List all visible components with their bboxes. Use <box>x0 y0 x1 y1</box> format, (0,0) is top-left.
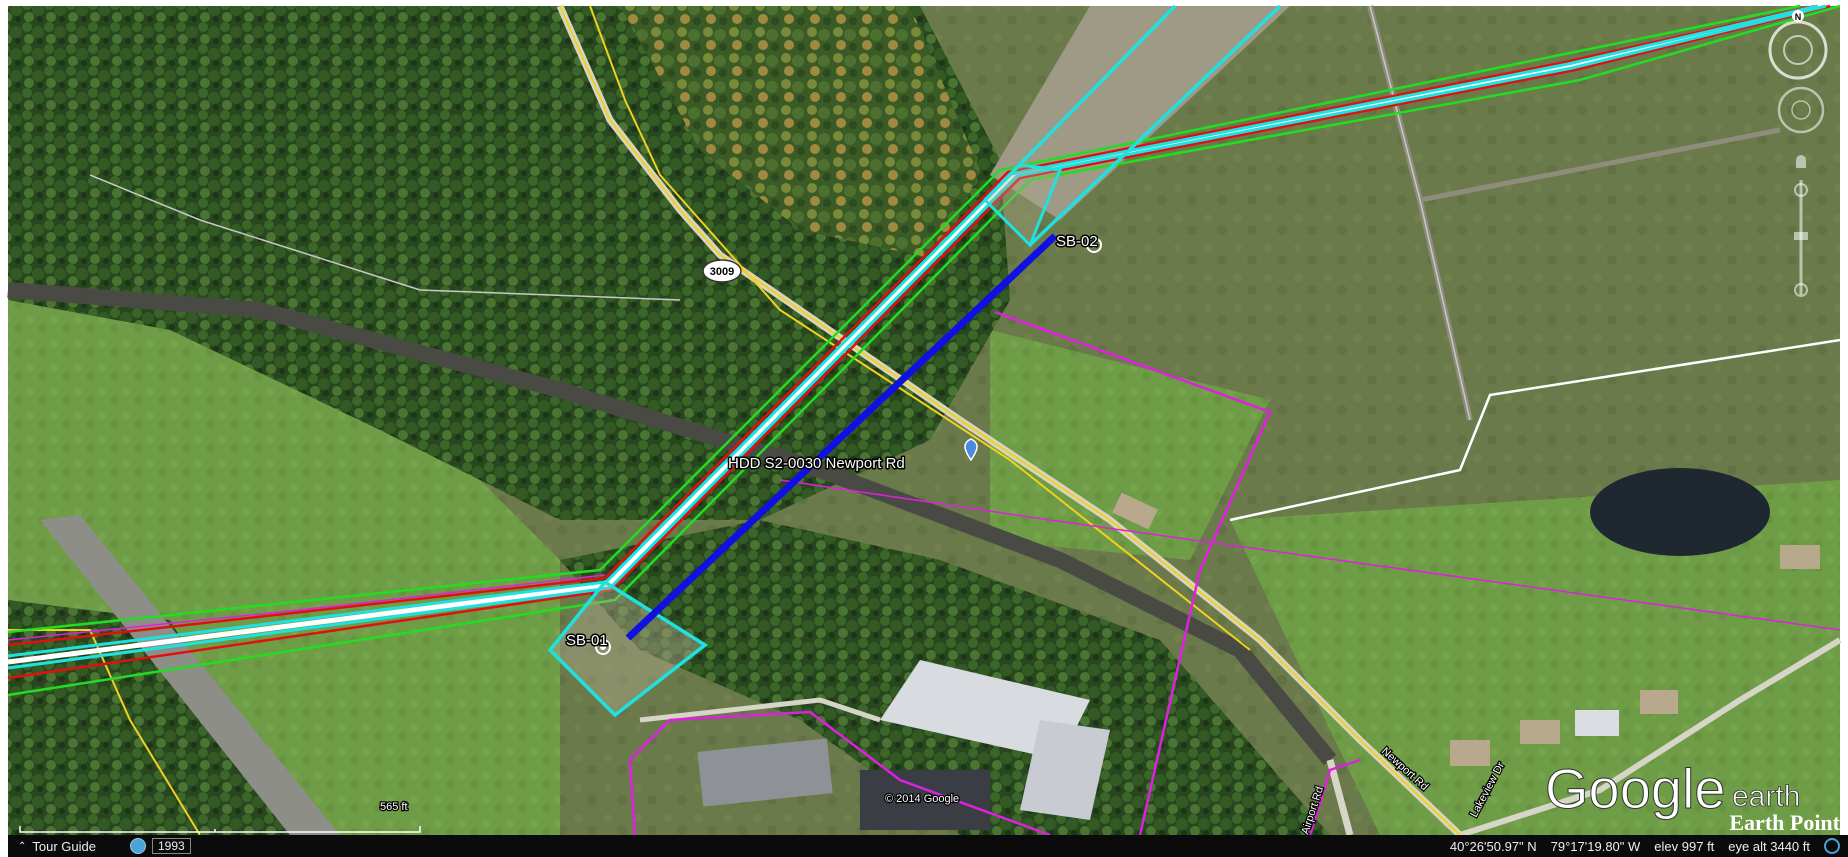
sb02-placemark[interactable]: SB-02 <box>1055 232 1102 253</box>
parcel-boundary <box>994 310 1272 836</box>
road-lakeview-dr <box>1459 637 1842 838</box>
house <box>1780 545 1820 569</box>
corridor-red-south <box>7 4 1831 680</box>
boundary-yellow-west <box>8 629 201 836</box>
google-earth-logo: Google earth Earth Point <box>1545 757 1841 836</box>
logo-earth-text: earth <box>1732 780 1800 813</box>
copyright-text: © 2014 Google <box>885 793 959 805</box>
eye-altitude-label: eye alt <box>1728 838 1767 854</box>
elevation-value: 997 ft <box>1681 838 1715 854</box>
target-icon <box>595 639 611 655</box>
railway-track <box>7 282 1337 766</box>
scale-bar: 565 ft <box>19 800 421 833</box>
scale-bar-label: 565 ft <box>380 801 408 813</box>
property-line <box>1229 338 1841 522</box>
logo-google-text: Google <box>1545 757 1726 820</box>
route-shield-3009: 3009 <box>702 259 742 283</box>
location-pin-icon <box>964 438 978 462</box>
parcel-boundary-south <box>628 710 1051 837</box>
hdd-placemark[interactable]: HDD S2-0030 Newport Rd <box>727 438 978 474</box>
parcel-boundary-airport <box>1308 758 1361 836</box>
lane-edge <box>1369 5 1471 421</box>
workspace-row-edge-east <box>1028 4 1282 247</box>
road-airport-rd <box>1326 759 1354 836</box>
road-newport-rd-centerline <box>559 5 1461 836</box>
house <box>1112 492 1158 530</box>
house <box>1640 690 1678 714</box>
scale-bar-ruler <box>19 826 421 833</box>
elevation-label: elev <box>1654 838 1679 854</box>
corridor-green-north <box>7 4 1801 634</box>
parcel-line-thin <box>7 574 606 641</box>
chevron-up-icon: ⌃ <box>18 840 27 852</box>
look-joystick-icon[interactable] <box>1783 35 1813 65</box>
lawn-area-east <box>1230 480 1840 835</box>
driveway <box>639 697 881 723</box>
house <box>1520 720 1560 744</box>
street-view-pegman-icon[interactable] <box>1796 155 1806 168</box>
corridor-cyan-south <box>7 4 1827 670</box>
corridor-red-north <box>7 4 1816 647</box>
parcel-line-thin-east <box>779 479 1841 631</box>
route-shield-icon <box>702 259 742 283</box>
move-joystick-center-icon <box>1791 100 1811 120</box>
route-shield-number: 3009 <box>710 266 734 278</box>
latitude-readout: 40°26'50.97" N <box>1449 838 1537 854</box>
workspace-row-edge-west <box>983 4 1177 202</box>
forest-autumn <box>620 6 980 260</box>
longitude-readout: 79°17'19.80" W <box>1550 838 1641 854</box>
coordinates-readout: 40°26'50.97" N 79°17'19.80" W elev 997 f… <box>1450 838 1848 854</box>
pond <box>1590 468 1770 556</box>
clock-icon[interactable] <box>130 838 146 854</box>
tour-guide-label: Tour Guide <box>32 838 96 854</box>
north-badge-icon <box>1792 10 1804 22</box>
workspace-sb01[interactable] <box>547 579 709 718</box>
status-bar: ⌃ Tour Guide 1993 40°26'50.97" N 79°17'1… <box>8 835 1848 857</box>
historical-imagery-control[interactable]: 1993 <box>130 838 191 854</box>
pipeline-centerline <box>7 3 1823 665</box>
move-joystick-icon[interactable] <box>1777 86 1825 134</box>
office-building <box>697 738 833 807</box>
navigation-controls[interactable]: N <box>1768 10 1828 297</box>
corridor-green-south <box>7 4 1841 697</box>
target-icon-center <box>1091 242 1097 248</box>
zoom-out-icon[interactable] <box>1794 283 1808 297</box>
parking-lot <box>860 770 990 830</box>
house <box>1450 740 1490 766</box>
sb01-placemark[interactable]: SB-01 <box>565 631 611 655</box>
sb01-label: SB-01 <box>566 632 608 649</box>
target-icon-center <box>600 644 606 650</box>
streaming-indicator-icon <box>1824 838 1840 854</box>
field-lane-east <box>1419 127 1781 203</box>
imagery-year[interactable]: 1993 <box>152 838 191 854</box>
eye-altitude-value: 3440 ft <box>1770 838 1810 854</box>
compass-north-label: N <box>1795 12 1802 22</box>
hdd-drill-path[interactable] <box>625 233 1058 641</box>
trail-line <box>89 174 681 301</box>
target-icon <box>1086 237 1102 253</box>
tour-guide-button[interactable]: ⌃ Tour Guide <box>8 839 130 854</box>
zoom-in-icon[interactable] <box>1794 183 1808 197</box>
zoom-slider-thumb[interactable] <box>1794 232 1808 240</box>
hdd-label: HDD S2-0030 Newport Rd <box>728 455 905 472</box>
logo-earth-point-text: Earth Point <box>1729 810 1840 835</box>
industrial-building-annex <box>1020 720 1110 820</box>
boundary-yellow <box>589 5 1251 651</box>
sb02-label: SB-02 <box>1056 233 1098 250</box>
airstrip <box>40 515 340 835</box>
house <box>1575 710 1619 736</box>
